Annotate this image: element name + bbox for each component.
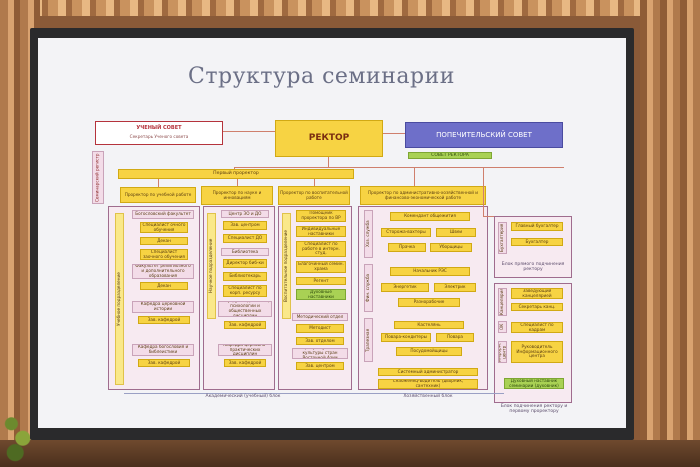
- academic-item: Зав. кафедрой: [138, 316, 190, 324]
- education-item: Регент: [296, 277, 346, 285]
- academic-council-box: УЧЕНЫЙ СОВЕТ Секретарь Ученого совета: [95, 121, 223, 145]
- right-item: Духовный наставник семинарии (духовник): [504, 378, 564, 389]
- education-item: Центр изучения культуры стран Восточной …: [292, 348, 348, 359]
- academic-side-label: Учебное подразделение: [115, 213, 124, 385]
- science-item: Зав. кафедрой: [224, 359, 266, 367]
- science-item: Кафедра церковно-практических дисциплин: [218, 344, 272, 356]
- admin-item: Кастелянь: [394, 321, 464, 329]
- floor: [0, 440, 700, 467]
- connector: [483, 167, 485, 216]
- science-item: Библиотека: [221, 248, 269, 256]
- science-item: Зав. центром: [223, 221, 267, 230]
- subordinate-block-caption: Блок подчинения ректору и первому прорек…: [500, 404, 568, 414]
- admin-item: Энергетик: [381, 283, 429, 292]
- admin-item: Сторожа-вахтеры: [381, 228, 431, 237]
- admin-item: Разнорабочие: [398, 298, 460, 307]
- slide: Структура семинарии УЧЕНЫЙ СОВЕТ Секрета…: [38, 38, 626, 428]
- direct-block-caption: Блок прямого подчинения ректору: [501, 262, 565, 272]
- academic-item: Кафедра богословия и библеистики: [132, 344, 194, 356]
- admin-item: Начальник РЭС: [390, 267, 470, 276]
- seminary-register-box: Семинарский регистр: [92, 151, 104, 204]
- science-side-label: Научное подразделение: [207, 213, 216, 319]
- connector: [158, 179, 160, 187]
- trustees-box: ПОПЕЧИТЕЛЬСКИЙ СОВЕТ: [405, 122, 563, 148]
- right-section: Канцелярия: [498, 288, 507, 316]
- academic-item: Зав. кафедрой: [138, 359, 190, 367]
- connector: [234, 167, 564, 169]
- science-item: Зав. кафедрой: [224, 321, 266, 329]
- education-item: Специалист по работе в интерн. студ.: [296, 241, 346, 257]
- education-item: Методист: [296, 324, 344, 333]
- science-item: Библиотекарь: [223, 272, 267, 281]
- right-section: ОК: [498, 321, 507, 333]
- education-item: Зав. центром: [296, 362, 344, 370]
- curtain-valance: [0, 0, 700, 16]
- right-item: Специалист по кадрам: [511, 322, 563, 333]
- academic-item: Кафедра церковной истории: [132, 301, 194, 313]
- academic-item: Декан: [140, 237, 188, 245]
- right-item: Бухгалтер: [511, 238, 563, 246]
- right-item: Главный бухгалтер: [511, 222, 563, 231]
- academic-block-caption: Академический (учебный) блок: [205, 394, 281, 399]
- admin-item: Повара: [436, 333, 474, 342]
- connector: [237, 179, 239, 186]
- right-item: Секретарь канц.: [511, 303, 563, 311]
- admin-section: Хоз. служба: [364, 210, 373, 258]
- academic-item: Специалист очного обучения: [140, 222, 188, 233]
- academic-council-title: УЧЕНЫЙ СОВЕТ: [136, 125, 182, 132]
- connector: [223, 131, 275, 133]
- admin-item: Посудомойщицы: [396, 347, 462, 356]
- admin-item: Комендант общежития: [390, 212, 470, 221]
- right-item: Руководитель Информационного центра: [511, 341, 563, 363]
- science-item: Директор биб-ки: [223, 259, 267, 268]
- admin-prorector-box: Проректор по административно-хозяйственн…: [360, 186, 486, 205]
- academic-item: Декан: [140, 282, 188, 290]
- education-item: Помощник проректора по ВР: [296, 210, 346, 222]
- connector: [483, 216, 494, 218]
- first-prorector-box: Первый проректор: [118, 169, 354, 179]
- education-side-label: Воспитательное подразделение: [282, 213, 291, 319]
- connector: [328, 157, 330, 167]
- curtain-right: [640, 0, 700, 467]
- science-item: Специалист по корп. ресурсу: [223, 285, 267, 297]
- right-item: Заведующий канцелярией: [511, 288, 563, 299]
- academic-item: Специалист заочного обучения: [140, 249, 188, 260]
- education-item: Зав. отделом: [296, 337, 344, 345]
- admin-item: Прачка: [388, 243, 426, 252]
- science-item: Специалист ДО: [223, 234, 267, 243]
- science-prorector-box: Проректор по науке и инновациям: [201, 186, 273, 205]
- science-item: Кафедра педагогики, психологии и обществ…: [218, 301, 272, 317]
- academic-council-secretary: Секретарь Ученого совета: [129, 133, 189, 139]
- rector-council-box: СОВЕТ РЕКТОРА: [408, 152, 492, 159]
- rector-box: РЕКТОР: [275, 120, 383, 157]
- science-item: Центр ЗО и ДО: [221, 210, 269, 218]
- admin-item: Системный администратор: [378, 368, 478, 376]
- academic-item: Факультет религиозного и дополнительного…: [132, 264, 194, 279]
- admin-item: Снабженец-водитель (дворник, сантехник): [378, 379, 478, 389]
- education-item: Духовные наставники: [296, 289, 346, 300]
- admin-item: Уборщицы: [430, 243, 472, 252]
- right-section: Информ. центр: [498, 341, 507, 363]
- connector: [234, 167, 236, 169]
- right-section: Бухгалтерия: [498, 222, 507, 254]
- connector: [414, 167, 416, 186]
- admin-section: Трапезная: [364, 318, 373, 362]
- admin-item: Электрик: [434, 283, 476, 292]
- connector: [314, 179, 316, 186]
- connector: [383, 133, 405, 135]
- admin-section: Фин. служба: [364, 264, 373, 312]
- household-block-caption: Хозяйственный блок: [403, 394, 453, 399]
- education-item: Индивидуальные наставники: [296, 226, 346, 237]
- education-item: Благочинный семин. храма: [296, 261, 346, 273]
- education-item: Методический отдел: [292, 313, 348, 321]
- admin-item: Швеи: [436, 228, 476, 237]
- academic-prorector-box: Проректор по учебной работе: [120, 187, 196, 203]
- slide-title: Структура семинарии: [188, 64, 455, 89]
- academic-item: Богословский факультет: [132, 210, 194, 219]
- connector: [124, 393, 504, 394]
- education-prorector-box: Проректор по воспитательной работе: [278, 186, 350, 205]
- admin-item: Повара-кондитеры: [381, 333, 431, 342]
